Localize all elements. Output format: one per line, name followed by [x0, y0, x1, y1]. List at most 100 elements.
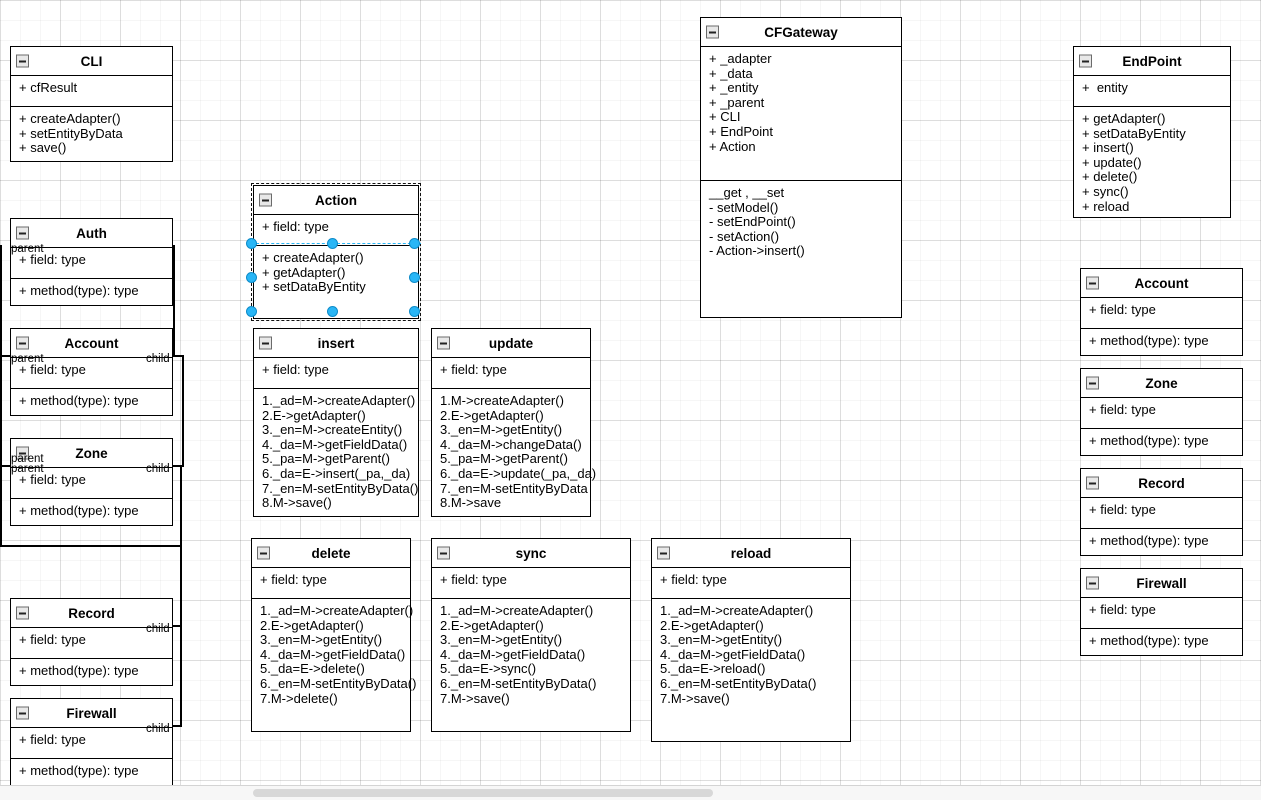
resize-handle[interactable] — [246, 272, 257, 283]
class-box-firewall-left[interactable]: Firewall+ field: type+ method(type): typ… — [10, 698, 173, 786]
class-box-firewall-right[interactable]: Firewall+ field: type+ method(type): typ… — [1080, 568, 1243, 656]
collapse-minus-icon[interactable] — [1086, 276, 1099, 290]
collapse-minus-icon[interactable] — [1086, 476, 1099, 490]
collapse-minus-icon[interactable] — [1079, 54, 1092, 68]
class-box-zone-left[interactable]: Zone+ field: type+ method(type): type — [10, 438, 173, 526]
class-attributes-update: + field: type — [432, 358, 590, 388]
operation-line: + method(type): type — [19, 663, 139, 678]
attribute-line: + field: type — [260, 572, 327, 587]
attribute-line: + EndPoint — [709, 123, 773, 139]
collapse-minus-icon[interactable] — [16, 446, 29, 460]
class-attributes-record-right: + field: type — [1081, 498, 1242, 528]
operation-line: + setEntityByData — [19, 125, 123, 141]
horizontal-scrollbar[interactable] — [0, 785, 1261, 800]
class-box-cli[interactable]: CLI+ cfResult+ createAdapter()+ setEntit… — [10, 46, 173, 162]
class-name: Account — [64, 335, 119, 351]
operation-line: 6._en=M-setEntityByData() — [660, 675, 817, 691]
class-box-action[interactable]: Action+ field: type+ createAdapter()+ ge… — [253, 185, 419, 319]
resize-handle[interactable] — [327, 238, 338, 249]
class-box-cfgateway[interactable]: CFGateway+ _adapter+ _data+ _entity+ _pa… — [700, 17, 902, 318]
attribute-line: + field: type — [1089, 602, 1156, 617]
class-box-account-left[interactable]: Account+ field: type+ method(type): type — [10, 328, 173, 416]
class-box-account-right[interactable]: Account+ field: type+ method(type): type — [1080, 268, 1243, 356]
resize-handle[interactable] — [409, 272, 420, 283]
collapse-minus-icon[interactable] — [257, 546, 270, 560]
operation-line: 6._en=M-setEntityByData() — [440, 675, 597, 691]
operation-line: 4._da=M->getFieldData() — [262, 436, 408, 452]
resize-handle[interactable] — [246, 306, 257, 317]
class-name: Zone — [1145, 375, 1178, 391]
collapse-minus-icon[interactable] — [259, 336, 272, 350]
class-name: Auth — [76, 225, 107, 241]
association-connector[interactable] — [0, 355, 2, 465]
collapse-minus-icon[interactable] — [16, 226, 29, 240]
class-operations-firewall-left: + method(type): type — [11, 758, 172, 784]
class-header-delete: delete — [252, 539, 410, 568]
collapse-minus-icon[interactable] — [16, 336, 29, 350]
operation-line: 2.E->getAdapter() — [440, 407, 544, 423]
attribute-line: + field: type — [440, 572, 507, 587]
class-box-record-left[interactable]: Record + field: type + method(type): type — [10, 598, 173, 686]
collapse-minus-icon[interactable] — [259, 193, 272, 207]
collapse-minus-icon[interactable] — [1086, 576, 1099, 590]
collapse-minus-icon[interactable] — [16, 54, 29, 68]
association-connector[interactable] — [0, 545, 182, 547]
class-operations-update: 1.M->createAdapter()2.E->getAdapter()3._… — [432, 388, 596, 516]
operation-line: 5._pa=M->getParent() — [440, 451, 568, 467]
resize-handle[interactable] — [327, 306, 338, 317]
attribute-line: + field: type — [19, 472, 86, 487]
operation-line: 2.E->getAdapter() — [260, 617, 364, 633]
operation-line: 5._pa=M->getParent() — [262, 451, 390, 467]
association-connector[interactable] — [0, 355, 14, 357]
operation-line: + delete() — [1082, 169, 1138, 185]
operation-line: 7.M->save() — [660, 690, 730, 706]
class-operations-insert: 1._ad=M->createAdapter()2.E->getAdapter(… — [254, 388, 418, 516]
association-connector[interactable] — [0, 465, 14, 467]
association-connector[interactable] — [182, 355, 184, 465]
class-operations-cli: + createAdapter()+ setEntityByData+ save… — [11, 106, 172, 161]
edge-label: child — [146, 623, 170, 635]
class-box-record-right[interactable]: Record+ field: type+ method(type): type — [1080, 468, 1243, 556]
class-box-endpoint[interactable]: EndPoint+ entity+ getAdapter()+ setDataB… — [1073, 46, 1231, 218]
collapse-minus-icon[interactable] — [16, 706, 29, 720]
attribute-line: + field: type — [19, 252, 86, 267]
association-connector[interactable] — [173, 245, 175, 355]
class-box-auth[interactable]: Auth+ field: type+ method(type): type — [10, 218, 173, 306]
operation-line: + reload — [1082, 198, 1130, 214]
class-header-sync: sync — [432, 539, 630, 568]
class-box-zone-right[interactable]: Zone+ field: type+ method(type): type — [1080, 368, 1243, 456]
attribute-line: + _parent — [709, 94, 765, 110]
association-connector[interactable] — [0, 465, 2, 545]
resize-handle[interactable] — [409, 238, 420, 249]
association-connector[interactable] — [180, 625, 182, 725]
class-attributes-action: + field: type — [254, 215, 418, 245]
class-operations-record-left: + method(type): type — [11, 658, 172, 684]
collapse-minus-icon[interactable] — [16, 606, 29, 620]
resize-handle[interactable] — [409, 306, 420, 317]
operation-line: 4._da=M->getFieldData() — [440, 646, 586, 662]
class-attributes-firewall-right: + field: type — [1081, 598, 1242, 628]
scrollbar-thumb[interactable] — [253, 789, 713, 797]
operation-line: 3._en=M->getEntity() — [440, 422, 563, 438]
class-header-action: Action — [254, 186, 418, 215]
edge-label: parent — [11, 453, 44, 465]
class-operations-reload: 1._ad=M->createAdapter()2.E->getAdapter(… — [652, 598, 850, 711]
collapse-minus-icon[interactable] — [437, 546, 450, 560]
resize-handle[interactable] — [246, 238, 257, 249]
class-header-record-left: Record — [11, 599, 172, 628]
collapse-minus-icon[interactable] — [437, 336, 450, 350]
collapse-minus-icon[interactable] — [1086, 376, 1099, 390]
attribute-line: + field: type — [19, 632, 86, 647]
collapse-minus-icon[interactable] — [706, 25, 719, 39]
collapse-minus-icon[interactable] — [657, 546, 670, 560]
operation-line: 5._da=E->reload() — [660, 661, 766, 677]
edge-label: child — [146, 353, 170, 365]
class-name: Action — [315, 192, 357, 208]
association-connector[interactable] — [0, 245, 2, 355]
